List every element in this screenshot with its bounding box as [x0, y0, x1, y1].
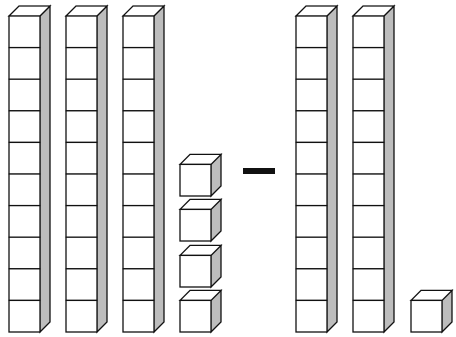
unit-cube-segment	[65, 299, 98, 333]
minuend-one-cube	[178, 197, 223, 243]
minus-sign	[243, 168, 275, 174]
unit-cube-segment	[295, 46, 328, 80]
unit-cube-segment	[8, 173, 41, 207]
unit-cube-segment	[352, 236, 385, 270]
rod-side-face	[383, 4, 395, 334]
unit-cube-segment	[352, 46, 385, 80]
unit-cube-segment	[65, 110, 98, 144]
minuend-one-cube	[178, 243, 223, 289]
unit-cube-segment	[295, 78, 328, 112]
rod-side-face	[326, 4, 338, 334]
subtrahend-tens-rod	[351, 4, 396, 334]
unit-cube-segment	[8, 299, 41, 333]
minuend-one-cube	[178, 288, 223, 334]
unit-cube-segment	[65, 15, 98, 49]
unit-cube-segment	[295, 110, 328, 144]
unit-cube-segment	[352, 204, 385, 238]
unit-cube-segment	[352, 173, 385, 207]
unit-cube-segment	[122, 78, 155, 112]
unit-cube-segment	[295, 268, 328, 302]
unit-cube-segment	[65, 141, 98, 175]
unit-cube-segment	[122, 141, 155, 175]
unit-cube-segment	[65, 173, 98, 207]
unit-cube-segment	[65, 204, 98, 238]
unit-cube-segment	[8, 268, 41, 302]
cube-front-face	[179, 254, 212, 288]
unit-cube-segment	[8, 204, 41, 238]
unit-cube-segment	[8, 15, 41, 49]
unit-cube-segment	[352, 299, 385, 333]
unit-cube-segment	[8, 78, 41, 112]
unit-cube-segment	[122, 173, 155, 207]
unit-cube-segment	[65, 236, 98, 270]
minuend-one-cube	[178, 152, 223, 198]
unit-cube-segment	[122, 299, 155, 333]
unit-cube-segment	[295, 204, 328, 238]
unit-cube-segment	[122, 204, 155, 238]
unit-cube-segment	[8, 236, 41, 270]
cube-front-face	[179, 163, 212, 197]
unit-cube-segment	[8, 141, 41, 175]
cube-front-face	[179, 299, 212, 333]
unit-cube-segment	[352, 78, 385, 112]
unit-cube-segment	[295, 15, 328, 49]
unit-cube-segment	[352, 141, 385, 175]
unit-cube-segment	[352, 268, 385, 302]
unit-cube-segment	[122, 46, 155, 80]
cube-front-face	[410, 299, 443, 333]
unit-cube-segment	[295, 236, 328, 270]
minuend-tens-rod	[121, 4, 166, 334]
unit-cube-segment	[352, 110, 385, 144]
unit-cube-segment	[122, 15, 155, 49]
rod-side-face	[96, 4, 108, 334]
rod-side-face	[153, 4, 165, 334]
unit-cube-segment	[65, 46, 98, 80]
cube-front-face	[179, 208, 212, 242]
unit-cube-segment	[122, 236, 155, 270]
unit-cube-segment	[295, 141, 328, 175]
unit-cube-segment	[8, 46, 41, 80]
unit-cube-segment	[8, 110, 41, 144]
unit-cube-segment	[352, 15, 385, 49]
minuend-tens-rod	[7, 4, 52, 334]
subtrahend-one-cube	[409, 288, 454, 334]
rod-side-face	[39, 4, 51, 334]
unit-cube-segment	[122, 268, 155, 302]
unit-cube-segment	[295, 299, 328, 333]
unit-cube-segment	[65, 268, 98, 302]
minuend-tens-rod	[64, 4, 109, 334]
unit-cube-segment	[295, 173, 328, 207]
unit-cube-segment	[122, 110, 155, 144]
unit-cube-segment	[65, 78, 98, 112]
subtrahend-tens-rod	[294, 4, 339, 334]
